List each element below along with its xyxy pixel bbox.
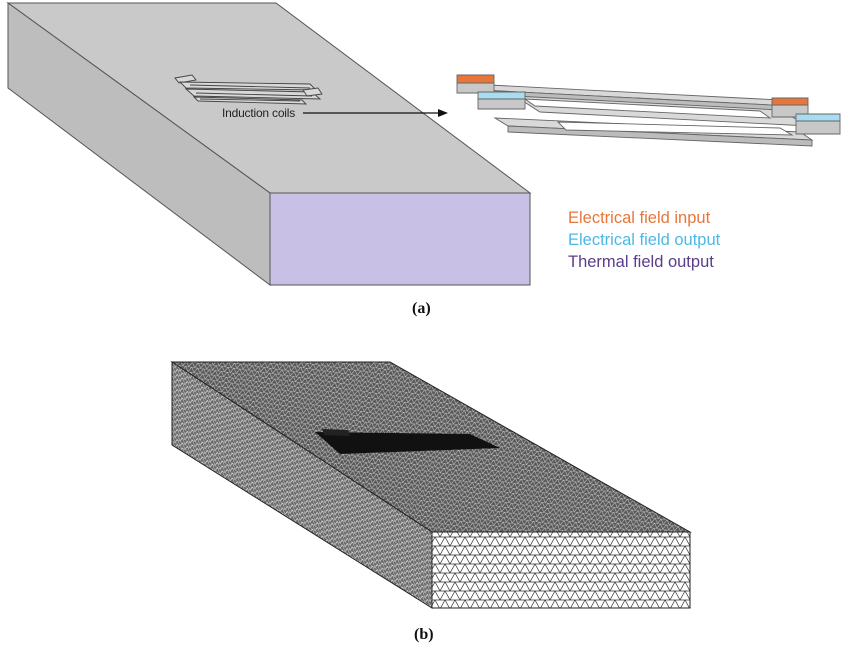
induction-coils-label: Induction coils (222, 106, 296, 120)
legend-thermal-output: Thermal field output (568, 253, 714, 271)
legend-electrical-input: Electrical field input (568, 209, 711, 227)
mesh-drawing (170, 361, 692, 609)
caption-a: (a) (412, 300, 431, 317)
output-terminal-right (795, 113, 841, 122)
embedded-coils (174, 74, 323, 105)
output-terminal-left (477, 91, 526, 100)
geometry-drawing (6, 2, 841, 287)
input-terminal-left (456, 74, 495, 84)
caption-b: (b) (414, 626, 434, 643)
block-end-face (269, 192, 531, 286)
legend-electrical-output: Electrical field output (568, 231, 721, 249)
panel-b-mesh: (b) (0, 330, 850, 648)
mesh-refined-coil-region (315, 432, 500, 454)
input-terminal-right (771, 97, 809, 106)
coil-detail (456, 74, 841, 147)
mesh-end-face (431, 531, 691, 609)
legend: Electrical field input Electrical field … (568, 207, 720, 273)
panel-a-geometry: Induction coils Electrical field input E… (6, 2, 841, 317)
callout-arrowhead (438, 109, 448, 117)
